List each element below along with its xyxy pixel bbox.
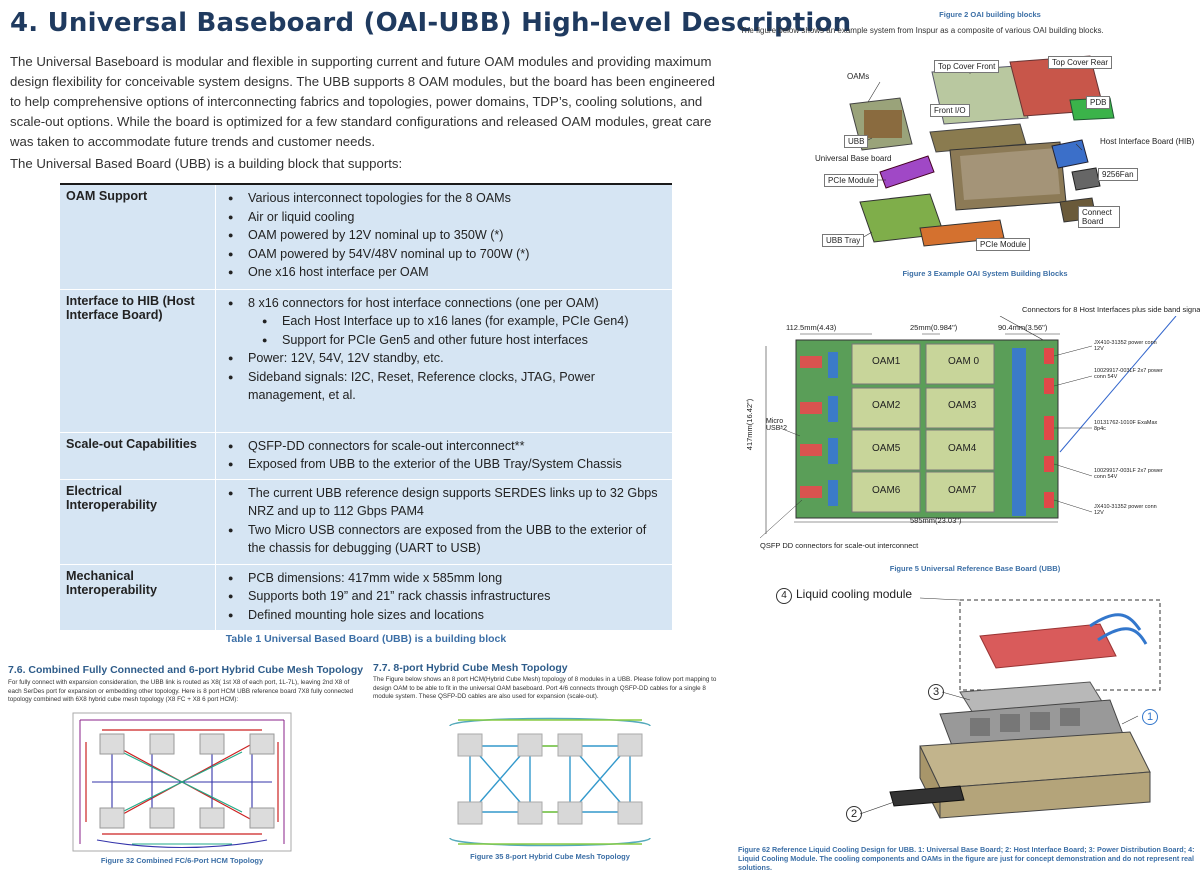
list-item: Various interconnect topologies for the … (222, 189, 666, 208)
items-cell: Various interconnect topologies for the … (215, 183, 672, 290)
list-item: Power: 12V, 54V, 12V standby, etc. (222, 349, 666, 368)
label-pcie-module-2: PCIe Module (976, 238, 1031, 251)
callout-number: 4 (776, 588, 792, 604)
connector-label: 10131762-1010F ExaMax 8p4c (1094, 420, 1158, 432)
label-ubb: UBB (844, 135, 869, 148)
label-pdb: PDB (1086, 96, 1111, 109)
callout-3: 3 (928, 684, 944, 700)
items-cell: 8 x16 connectors for host interface conn… (215, 289, 672, 433)
table-row: OAM Support Various interconnect topolog… (60, 183, 672, 290)
items-cell: The current UBB reference design support… (215, 479, 672, 565)
figure-2-caption: Figure 2 OAI building blocks (939, 10, 1041, 19)
figure-3-caption: Figure 3 Example OAI System Building Blo… (902, 269, 1068, 278)
label-universal-base-board: Universal Base board (815, 154, 892, 163)
list-item: The current UBB reference design support… (222, 484, 666, 521)
feature-cell: Interface to HIB (Host Interface Board) (60, 289, 216, 433)
figure-32-caption: Figure 32 Combined FC/6-Port HCM Topolog… (100, 856, 264, 865)
section-7-6-title: 7.6. Combined Fully Connected and 6-port… (8, 664, 364, 676)
oam-label: OAM4 (948, 443, 977, 454)
table-row: Electrical Interoperability The current … (60, 479, 672, 565)
label-ubb-tray: UBB Tray (822, 234, 865, 247)
oam-label: OAM5 (872, 443, 901, 454)
callout-4: 4 Liquid cooling module (776, 587, 912, 604)
list-item: Each Host Interface up to x16 lanes (for… (222, 312, 666, 331)
table-row: Interface to HIB (Host Interface Board) … (60, 289, 672, 433)
oam-label: OAM6 (872, 485, 901, 496)
fc-hcm-topology-diagram (72, 712, 292, 852)
label-hib: Host Interface Board (HIB) (1100, 137, 1195, 146)
list-item: Two Micro USB connectors are exposed fro… (222, 521, 666, 558)
oam-label: OAM2 (872, 400, 901, 411)
page-title: 4. Universal Baseboard (OAI-UBB) High-le… (10, 8, 852, 38)
items-cell: PCB dimensions: 417mm wide x 585mm long … (215, 564, 672, 631)
qsfp-note: QSFP DD connectors for scale-out interco… (760, 541, 919, 550)
label-top-cover-front: Top Cover Front (934, 60, 1000, 73)
list-item: Exposed from UBB to the exterior of the … (222, 455, 666, 474)
dim-112mm: 112.5mm(4.43) (786, 323, 837, 332)
hcm-topology-diagram (449, 717, 651, 847)
figure-35-caption: Figure 35 8-port Hybrid Cube Mesh Topolo… (470, 852, 630, 861)
liquid-cooling-illustration (860, 597, 1161, 819)
oam-label: OAM 0 (948, 356, 980, 367)
table-row: Scale-out Capabilities QSFP-DD connector… (60, 432, 672, 480)
feature-cell: OAM Support (60, 183, 216, 290)
figure-2-text: The figure below shows an example system… (740, 26, 1104, 35)
ubb-board-diagram (759, 316, 1177, 539)
micro-usb-label: Micro USB*2 (766, 418, 788, 432)
label-oams: OAMs (847, 72, 870, 81)
oam-label: OAM1 (872, 356, 901, 367)
intro-paragraph: The Universal Baseboard is modular and f… (10, 54, 715, 149)
oam-label: OAM3 (948, 400, 977, 411)
table-caption: Table 1 Universal Based Board (UBB) is a… (225, 633, 507, 645)
fig5-top-note: Connectors for 8 Host Interfaces plus si… (1022, 305, 1200, 314)
connector-label: JX410-31352 power conn 12V (1094, 340, 1157, 352)
callout-2: 2 (846, 806, 862, 822)
feature-cell: Electrical Interoperability (60, 479, 216, 565)
label-connect-board: Connect Board (1078, 206, 1120, 228)
list-item: Defined mounting hole sizes and location… (222, 606, 666, 625)
oam-label: OAM7 (948, 485, 977, 496)
list-item: OAM powered by 54V/48V nominal up to 700… (222, 245, 666, 264)
label-pcie-module-1: PCIe Module (824, 174, 879, 187)
figure-5-caption: Figure 5 Universal Reference Base Board … (889, 564, 1061, 573)
list-item: Air or liquid cooling (222, 208, 666, 227)
connector-label: 10029917-003LF 2x7 power conn 54V (1094, 468, 1163, 480)
label-front-io: Front I/O (930, 104, 970, 117)
list-item: Sideband signals: I2C, Reset, Reference … (222, 368, 666, 405)
table-row: Mechanical Interoperability PCB dimensio… (60, 564, 672, 631)
callout-text: Liquid cooling module (796, 587, 913, 601)
list-item: QSFP-DD connectors for scale-out interco… (222, 437, 666, 456)
dim-585mm: 585mm(23.03") (910, 516, 962, 525)
feature-cell: Mechanical Interoperability (60, 564, 216, 631)
dim-417mm: 417mm(16.42") (745, 398, 755, 451)
section-7-7-body: The Figure below shows an 8 port HCM(Hyb… (373, 676, 717, 700)
figure-62-caption: Figure 62 Reference Liquid Cooling Desig… (738, 845, 1195, 872)
items-cell: QSFP-DD connectors for scale-out interco… (215, 432, 672, 480)
list-item: Support for PCIe Gen5 and other future h… (222, 331, 666, 350)
feature-cell: Scale-out Capabilities (60, 432, 216, 480)
section-7-6-body: For fully connect with expansion conside… (8, 679, 354, 703)
label-9256fan: 9256Fan (1098, 168, 1138, 181)
list-item: One x16 host interface per OAM (222, 263, 666, 282)
list-item: 8 x16 connectors for host interface conn… (222, 294, 666, 313)
dim-90mm: 90.4mm(3.56") (998, 323, 1048, 332)
lead-sentence: The Universal Based Board (UBB) is a bui… (10, 156, 403, 171)
list-item: Supports both 19” and 21” rack chassis i… (222, 587, 666, 606)
dim-25mm: 25mm(0.984") (910, 323, 958, 332)
section-7-7-title: 7.7. 8-port Hybrid Cube Mesh Topology (373, 662, 568, 674)
callout-1: 1 (1142, 709, 1158, 725)
ubb-table: OAM Support Various interconnect topolog… (60, 183, 672, 631)
list-item: PCB dimensions: 417mm wide x 585mm long (222, 569, 666, 588)
label-top-cover-rear: Top Cover Rear (1048, 56, 1113, 69)
connector-label: 10029917-003LF 2x7 power conn 54V (1094, 368, 1163, 380)
list-item: OAM powered by 12V nominal up to 350W (*… (222, 226, 666, 245)
connector-label: JX410-31352 power conn 12V (1094, 504, 1157, 516)
